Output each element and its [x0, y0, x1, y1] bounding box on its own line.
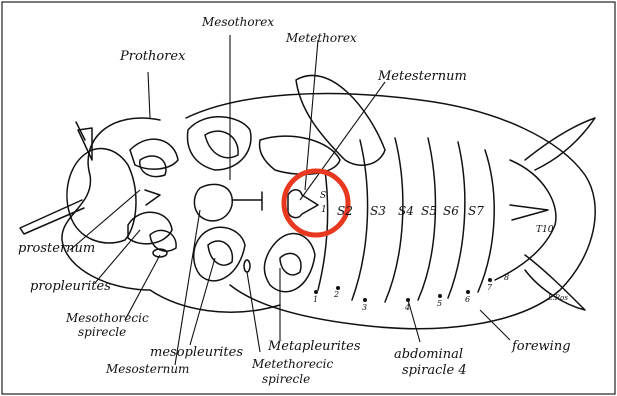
label-abdominal-spiracle-1: abdominal [394, 347, 463, 362]
sternite-s1-top: S [320, 191, 326, 201]
spiracle-number: 1 [313, 295, 318, 304]
label-prosternum: prosternum [18, 241, 95, 256]
prosternum-mark [145, 190, 160, 205]
spiracle-dot-3 [363, 298, 367, 302]
label-mesosternum: Mesosternum [105, 362, 189, 376]
metasternum-plate [288, 190, 318, 218]
label-mesothoracic-spiracle-1: Mesothorecic [65, 311, 149, 325]
sternite-label: S3 [370, 204, 386, 218]
mesothorax-fold [205, 131, 238, 158]
leader-forewing [480, 310, 510, 340]
label-metapleurites: Metapleurites [267, 339, 361, 354]
spiracle-dot-6 [466, 290, 470, 294]
label-propleurites: propleurites [30, 279, 111, 294]
abdomen-seg-4 [418, 138, 435, 300]
abdomen-apex-plate [510, 205, 548, 220]
spiracle-number: 2 [333, 290, 339, 299]
leader-mesosternum [175, 210, 200, 365]
mesoleg [194, 227, 245, 281]
label-mesothorax: Mesothorex [201, 15, 274, 29]
metathoracic-spiracle-mark [244, 260, 250, 272]
mesothorax-plate [187, 117, 250, 170]
label-metathoracic-spiracle-1: Metethorecic [251, 357, 333, 371]
metathorax-wing-base [296, 75, 385, 165]
spiracle-number: 5 [437, 299, 442, 308]
antenna-lower [20, 200, 84, 234]
abdomen-seg-1 [318, 170, 328, 290]
spiracle-number: 4 [404, 303, 410, 312]
label-abdominal-spiracle-2: spiracle 4 [402, 363, 467, 378]
label-forewing: forewing [511, 339, 571, 354]
sternite-s1-bottom: 1 [321, 205, 327, 215]
signature: L.Ros [547, 294, 568, 302]
abdomen-seg-3 [385, 138, 403, 302]
spiracle-dot-7 [488, 278, 492, 282]
label-mesothoracic-spiracle-2: spirecle [78, 325, 126, 339]
mesosternum-line [232, 192, 262, 210]
sternite-label: S6 [443, 204, 459, 218]
label-metathorax: Metethorex [285, 31, 357, 45]
abdomen-tip [495, 160, 556, 280]
spiracle-dot-1 [314, 290, 318, 294]
metaleg [264, 234, 315, 292]
sternite-label: S4 [398, 204, 414, 218]
cercus-upper [525, 118, 595, 170]
proleg-1 [130, 139, 178, 169]
leader-metathorax [305, 40, 318, 190]
label-metathoracic-spiracle-2: spirecle [262, 372, 310, 386]
spiracle-number: 6 [465, 295, 470, 304]
antenna-upper [78, 128, 92, 160]
metaleg-inner [280, 253, 301, 274]
sternite-label: S2 [337, 204, 353, 218]
leader-mesopleurites [190, 258, 215, 345]
mesosternum-plate [194, 184, 232, 221]
spiracle-number: 8 [504, 273, 509, 282]
proleg-4 [150, 230, 176, 251]
tergite-t10: T10 [536, 225, 554, 235]
leader-propleurites [95, 230, 140, 283]
mesoleg-inner [208, 241, 232, 265]
abdomen-seg-6 [478, 150, 494, 292]
antenna-upper-stalk [76, 122, 85, 140]
spiracle-dot-4 [406, 298, 410, 302]
label-metasternum: Metesternum [377, 69, 467, 84]
sternite-label: S7 [468, 204, 484, 218]
abdomen-seg-5 [448, 142, 465, 298]
label-mesopleurites: mesopleurites [150, 345, 243, 360]
leader-prothorax [148, 72, 150, 118]
label-prothorax: Prothorex [119, 49, 186, 64]
head-capsule [67, 149, 136, 243]
spiracle-number: 7 [487, 283, 493, 292]
proleg-2 [140, 156, 166, 177]
proleg-3 [128, 212, 172, 244]
spiracle-dot-5 [438, 294, 442, 298]
forewing-outline [186, 94, 595, 329]
spiracle-number: 3 [362, 303, 367, 312]
sternite-label: S5 [421, 204, 437, 218]
